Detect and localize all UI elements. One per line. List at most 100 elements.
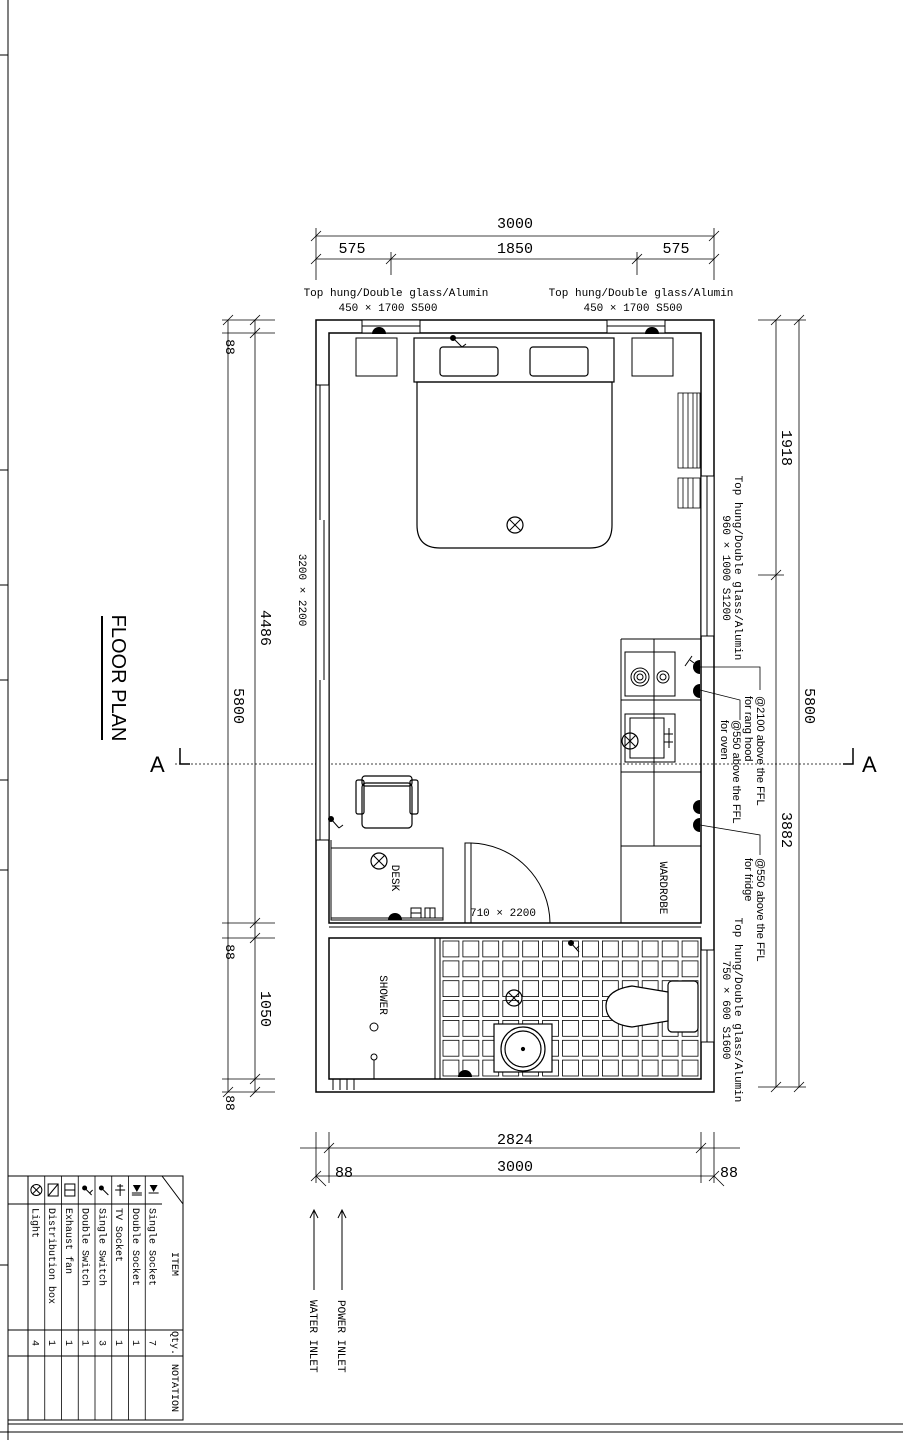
window-bath-type: Top hung/Double glass/Alumin (731, 918, 743, 1103)
power-inlet-arrow (337, 1208, 347, 1290)
dim-right-upper: 1918 (777, 430, 794, 466)
nightstand-right (631, 337, 674, 377)
legend-item-qty: 1 (79, 1340, 90, 1346)
window-right (700, 475, 715, 637)
dim-bottom-inner: 2824 (497, 1132, 533, 1149)
dim-right-total: 5800 (800, 688, 817, 724)
right-dimensions (758, 314, 806, 1093)
door-size: 710 × 2200 (470, 908, 536, 920)
legend-item-label: Double Socket (129, 1208, 141, 1286)
note-range-hood-2: for rang hood (742, 696, 754, 761)
nightstand-left (355, 337, 398, 377)
dim-right-lower: 3882 (777, 812, 794, 848)
entry-door (464, 842, 551, 924)
kitchen-sink (624, 713, 676, 763)
legend-item-label: Exhaust fan (62, 1208, 74, 1274)
cooktop (624, 651, 676, 697)
dim-top-middle: 1850 (497, 241, 533, 258)
legend-row: Single Switch 3 (94, 1176, 109, 1420)
note-oven-1: @550 above the FFL (730, 720, 742, 824)
legend-item-qty: 1 (129, 1340, 140, 1346)
legend-header-item: ITEM (168, 1252, 179, 1276)
light-bedroom (506, 516, 524, 534)
legend-row: Single Socket 7 (144, 1176, 159, 1420)
legend-item-qty: 3 (95, 1340, 106, 1346)
dim-top-left: 575 (338, 241, 365, 258)
glass-door-size: 3200 × 2200 (295, 554, 307, 627)
legend-item-label: TV Socket (112, 1208, 124, 1262)
bed (413, 337, 615, 549)
switch-bed (450, 335, 467, 348)
socket-desk (388, 913, 402, 920)
single-switch-icon (98, 1185, 109, 1196)
tv-socket-desk (410, 907, 436, 919)
legend-item-label: Single Switch (95, 1208, 107, 1286)
socket-bath (458, 1070, 472, 1077)
legend-item-qty: 7 (146, 1340, 157, 1346)
legend-row: TV Socket 1 (111, 1176, 126, 1420)
section-line: A A (150, 748, 877, 777)
window-right-type: Top hung/Double glass/Alumin (731, 476, 743, 661)
dim-top-right: 575 (662, 241, 689, 258)
double-socket-icon (131, 1185, 142, 1196)
legend-header-qty: Qty. (168, 1331, 179, 1355)
note-fridge-2: for fridge (742, 858, 754, 901)
left-dimensions (222, 314, 275, 1098)
note-oven-2: for oven (718, 720, 730, 760)
washbasin (493, 1023, 553, 1073)
dim-left-bath: 1050 (256, 991, 273, 1027)
legend-row: Double Socket 1 (128, 1176, 142, 1420)
double-switch-icon (82, 1185, 93, 1196)
socket-range-hood (693, 660, 700, 674)
kitchen-counter (620, 638, 701, 847)
window-bath (700, 949, 715, 1043)
legend-item-qty: 1 (45, 1340, 56, 1346)
bottom-dimensions (300, 1132, 740, 1187)
dim-left-room: 4486 (256, 610, 273, 646)
legend-row: Exhaust fan 1 (61, 1176, 76, 1420)
annotation-leaders (699, 666, 761, 855)
socket-oven (693, 684, 700, 698)
single-socket-icon (148, 1185, 159, 1194)
dim-bottom-wall-right: 88 (720, 1165, 738, 1182)
legend-item-label: Single Socket (146, 1208, 158, 1286)
desk-label: DESK (388, 865, 400, 892)
dim-bottom-total: 3000 (497, 1159, 533, 1176)
socket-bed-left (372, 327, 386, 334)
legend-item-qty: 1 (62, 1340, 73, 1346)
dim-left-wall-top: 88 (222, 339, 237, 355)
legend-row: Double Switch 1 (77, 1176, 93, 1420)
dim-left-wall-bottom: 88 (222, 1095, 237, 1111)
window-top-left-size: 450 × 1700 S500 (338, 303, 437, 315)
top-dimensions (310, 228, 720, 280)
legend-item-label: Double Switch (79, 1208, 91, 1286)
distribution-box-icon (47, 1183, 59, 1197)
window-top-right-type: Top hung/Double glass/Alumin (549, 288, 734, 300)
light-bathroom (505, 989, 523, 1007)
legend-item-qty: 1 (112, 1340, 123, 1346)
shower-label: SHOWER (376, 975, 388, 1015)
wardrobe-label: WARDROBE (656, 862, 668, 915)
light-kitchen (621, 732, 639, 750)
switch-desk (328, 816, 344, 829)
drawing-title: FLOOR PLAN (107, 615, 129, 742)
desk (330, 840, 444, 921)
window-bath-size: 750 × 600 S1600 (719, 960, 731, 1059)
tv-socket-icon (115, 1184, 126, 1196)
power-inlet-label: POWER INLET (334, 1300, 346, 1373)
section-mark-right: A (862, 752, 877, 777)
legend-item-qty: 4 (28, 1340, 39, 1346)
water-inlet-arrow (309, 1208, 319, 1290)
window-top-right-size: 450 × 1700 S500 (583, 303, 682, 315)
radiator (677, 392, 701, 509)
dim-left-total: 5800 (229, 688, 246, 724)
note-range-hood-1: @2100 above the FFL (754, 696, 766, 806)
light-desk (370, 852, 388, 870)
window-top-left (361, 319, 421, 334)
dim-top-total: 3000 (497, 216, 533, 233)
light-icon (30, 1184, 43, 1196)
